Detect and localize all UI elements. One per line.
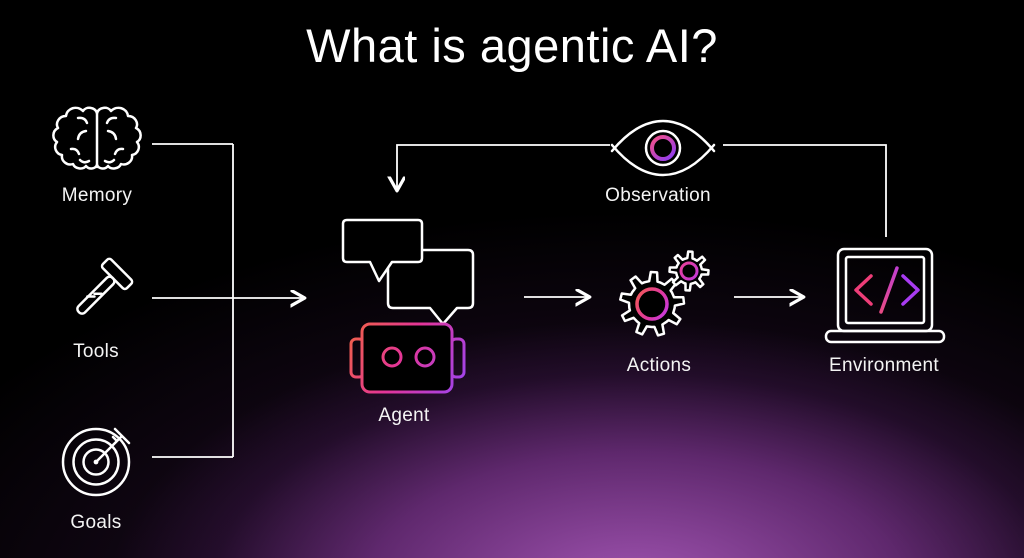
memory-label: Memory (61, 185, 133, 206)
hammer-icon (76, 257, 134, 315)
goals-label: Goals (70, 512, 122, 533)
tools-label: Tools (73, 341, 119, 362)
chat-bubbles-icon (341, 218, 475, 326)
observation-label: Observation (605, 185, 711, 206)
eye-icon (610, 119, 716, 177)
agent-label: Agent (378, 405, 430, 426)
environment-label: Environment (829, 355, 939, 376)
connector-lines (152, 143, 887, 458)
robot-icon (349, 322, 466, 394)
gears-icon (619, 250, 710, 337)
actions-label: Actions (626, 355, 692, 376)
observation-to-agent-arrow (397, 144, 610, 189)
environment-to-observation-line (723, 144, 887, 237)
gear-small (668, 250, 710, 292)
code-brackets-glyph (854, 266, 920, 314)
target-arrow-icon (61, 427, 131, 497)
laptop-code-icon (824, 247, 946, 344)
brain-icon (52, 106, 142, 170)
page-title: What is agentic AI? (306, 19, 718, 72)
chat-bubble-front (341, 218, 424, 283)
